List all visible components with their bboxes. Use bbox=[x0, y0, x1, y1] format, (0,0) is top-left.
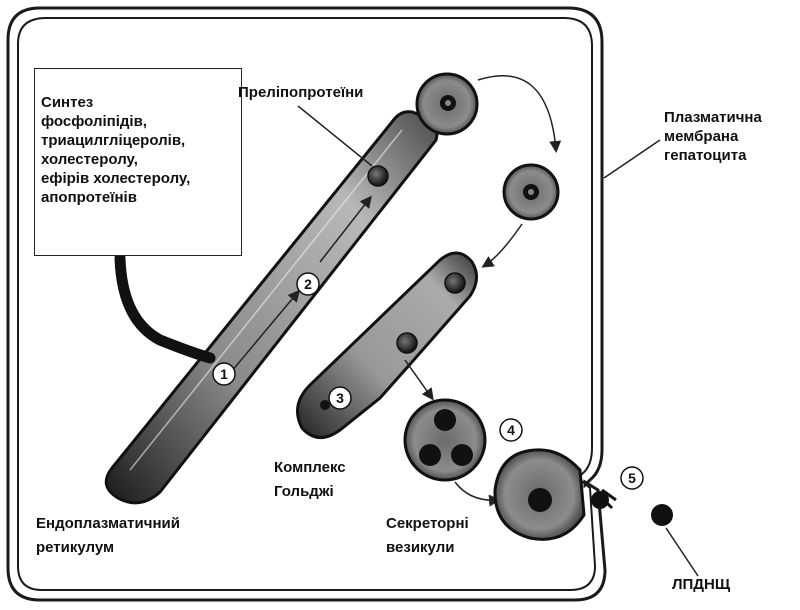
svg-text:4: 4 bbox=[507, 422, 515, 438]
er-line: Ендоплазматичний bbox=[36, 512, 180, 536]
golgi-line: Комплекс bbox=[274, 456, 346, 480]
membrane-line: мембрана bbox=[664, 127, 762, 146]
secretory-to-exocytosis-arrow bbox=[455, 482, 498, 500]
step-5: 5 bbox=[621, 467, 643, 489]
synthesis-line: триацилгліцеролів, bbox=[41, 131, 190, 150]
svg-text:1: 1 bbox=[220, 366, 228, 382]
svg-text:5: 5 bbox=[628, 470, 636, 486]
prelipoprotein-pointer bbox=[298, 106, 372, 166]
exocytosis-vesicle bbox=[495, 450, 616, 539]
golgi-to-secretory-arrow bbox=[405, 360, 432, 398]
svg-text:3: 3 bbox=[336, 390, 344, 406]
flow-arrow-1 bbox=[478, 76, 556, 150]
step-2: 2 bbox=[297, 273, 319, 295]
synthesis-line: холестеролу, bbox=[41, 150, 190, 169]
membrane-line: Плазматична bbox=[664, 108, 762, 127]
synthesis-label: Синтез фосфоліпідів, триацилгліцеролів, … bbox=[41, 93, 190, 207]
synthesis-line: апопротеїнів bbox=[41, 188, 190, 207]
step-3: 3 bbox=[329, 387, 351, 409]
golgi-label: Комплекс Гольджі bbox=[274, 456, 346, 504]
vldl-pointer bbox=[666, 528, 698, 576]
transport-vesicle bbox=[504, 165, 558, 219]
synthesis-box: Синтез фосфоліпідів, триацилгліцеролів, … bbox=[34, 68, 242, 256]
secretory-vesicle bbox=[405, 400, 485, 480]
er-bud-vesicle bbox=[417, 74, 477, 134]
svg-text:2: 2 bbox=[304, 276, 312, 292]
flow-arrow-2 bbox=[484, 224, 522, 266]
plasma-membrane-label: Плазматична мембрана гепатоцита bbox=[664, 108, 762, 165]
secretory-line: везикули bbox=[386, 536, 469, 560]
synthesis-line: фосфоліпідів, bbox=[41, 112, 190, 131]
synthesis-line: ефірів холестеролу, bbox=[41, 169, 190, 188]
secretory-line: Секреторні bbox=[386, 512, 469, 536]
vldl-particle bbox=[651, 504, 673, 526]
er-label: Ендоплазматичний ретикулум bbox=[36, 512, 180, 560]
membrane-pointer bbox=[604, 140, 660, 178]
prelipoproteins-label: Преліпопротеїни bbox=[238, 84, 363, 102]
secretory-label: Секреторні везикули bbox=[386, 512, 469, 560]
golgi-line: Гольджі bbox=[274, 480, 346, 504]
membrane-line: гепатоцита bbox=[664, 146, 762, 165]
er-line: ретикулум bbox=[36, 536, 180, 560]
step-1: 1 bbox=[213, 363, 235, 385]
step-4: 4 bbox=[500, 419, 522, 441]
synthesis-connector bbox=[120, 258, 210, 358]
vldl-label: ЛПДНЩ bbox=[672, 576, 730, 594]
synthesis-line: Синтез bbox=[41, 93, 190, 112]
er-particle bbox=[368, 166, 388, 186]
